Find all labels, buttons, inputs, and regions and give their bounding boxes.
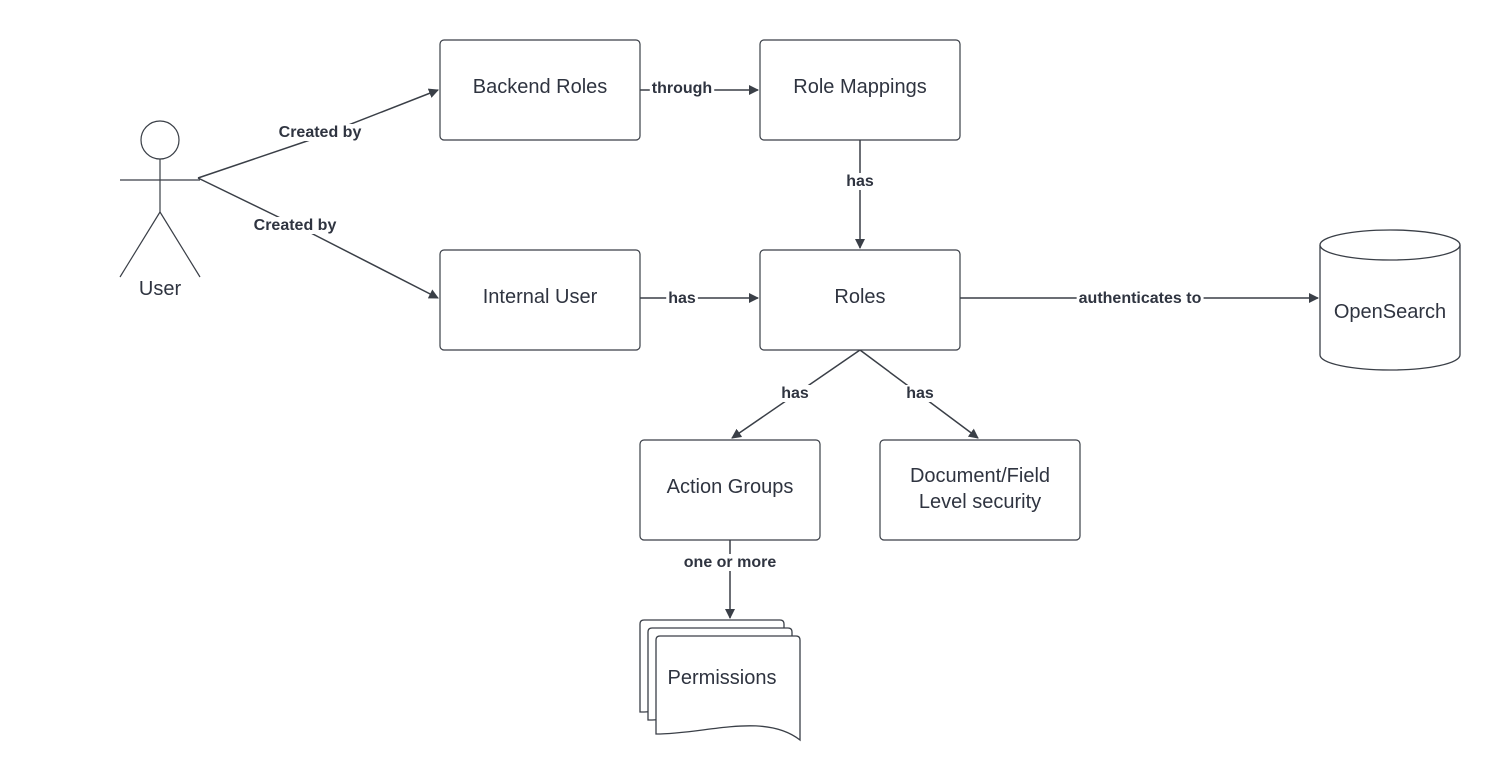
edge-label-backend-roles-to-role-mappings: through xyxy=(649,80,715,97)
svg-text:has: has xyxy=(668,290,696,307)
opensearch-label: OpenSearch xyxy=(1334,301,1446,323)
node-role-mappings: Role Mappings xyxy=(759,39,961,141)
documents-icon xyxy=(655,635,801,742)
svg-text:one or more: one or more xyxy=(684,554,777,571)
edge-label-user-to-backend-roles: Created by xyxy=(276,124,364,141)
actor-label: User xyxy=(139,278,182,300)
actor-right-leg xyxy=(159,211,201,278)
node-roles: Roles xyxy=(759,249,961,351)
edge-label-roles-to-doc-field-security: has xyxy=(904,385,936,402)
permissions-label: Permissions xyxy=(668,667,777,689)
node-permissions: Permissions xyxy=(639,619,801,742)
edge-label-roles-to-action-groups: has xyxy=(779,385,811,402)
edge-label-internal-user-to-roles: has xyxy=(666,290,698,307)
internal-user-label: Internal User xyxy=(483,286,598,308)
backend-roles-label: Backend Roles xyxy=(473,76,608,98)
database-icon xyxy=(1319,245,1461,371)
edge-label-roles-to-opensearch: authenticates to xyxy=(1076,290,1204,307)
edge-label-user-to-internal-user: Created by xyxy=(251,217,339,234)
svg-text:Created by: Created by xyxy=(254,217,337,234)
edge-user-to-internal-user xyxy=(197,177,439,299)
node-backend-roles: Backend Roles xyxy=(439,39,641,141)
edge-label-role-mappings-to-roles: has xyxy=(844,173,876,190)
node-internal-user: Internal User xyxy=(439,249,641,351)
node-action-groups: Action Groups xyxy=(639,439,821,541)
edge-labels: Created by Created by through has has au… xyxy=(251,80,1204,571)
svg-text:has: has xyxy=(846,173,874,190)
doc-field-security-label-line1: Document/Field xyxy=(910,465,1050,487)
svg-text:authenticates to: authenticates to xyxy=(1079,290,1202,307)
database-top xyxy=(1319,229,1461,261)
node-opensearch-database: OpenSearch xyxy=(1319,229,1461,371)
svg-text:through: through xyxy=(652,80,712,97)
action-groups-label: Action Groups xyxy=(667,476,794,498)
svg-text:has: has xyxy=(906,385,934,402)
actor-head-icon xyxy=(140,120,180,160)
role-mappings-label: Role Mappings xyxy=(793,76,926,98)
doc-field-security-label-line2: Level security xyxy=(919,491,1041,513)
node-doc-field-security: Document/Field Level security xyxy=(879,439,1081,541)
roles-label: Roles xyxy=(834,286,885,308)
actor-left-leg xyxy=(119,211,161,278)
svg-text:Created by: Created by xyxy=(279,124,362,141)
svg-text:has: has xyxy=(781,385,809,402)
user-actor: User xyxy=(119,120,201,300)
edge-label-action-groups-to-permissions: one or more xyxy=(681,554,779,571)
